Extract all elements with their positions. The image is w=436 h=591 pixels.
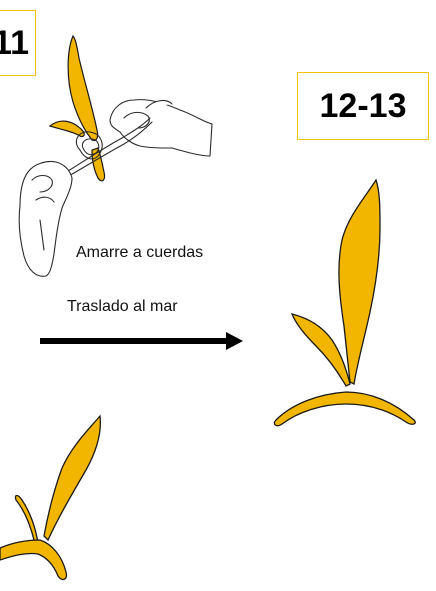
right-arrow-icon [40, 332, 243, 350]
step-number-right: 12-13 [319, 86, 407, 125]
caption-tie-to-ropes: Amarre a cuerdas [76, 244, 204, 261]
hands-tying-icon [18, 99, 213, 277]
seaweed-right [273, 178, 416, 427]
step-number-left: 11 [0, 23, 29, 62]
caption-transfer-to-sea: Traslado al mar [67, 298, 178, 315]
seaweed-bottom-left [0, 414, 102, 581]
step-number-box-right: 12-13 [297, 72, 429, 140]
step-number-box-left: 11 [0, 10, 36, 76]
seaweed-top-left [48, 34, 106, 182]
